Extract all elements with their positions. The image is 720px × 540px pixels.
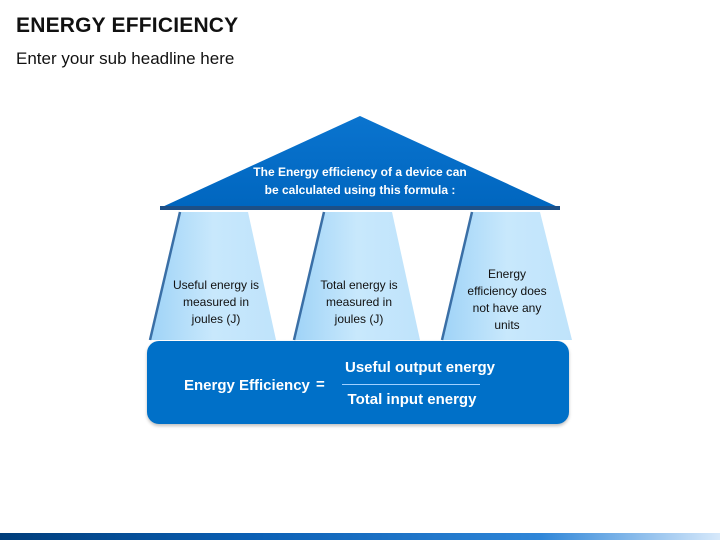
pillar-left-line-1: Useful energy is <box>172 278 260 292</box>
roof-triangle <box>160 116 560 208</box>
pillar-right-text: Energy efficiency does not have any unit… <box>457 266 557 334</box>
roof-text: The Energy efficiency of a device can be… <box>230 163 490 199</box>
page-title: ENERGY EFFICIENCY <box>16 14 239 37</box>
pillar-left <box>148 211 276 341</box>
pillar-left-text: Useful energy is measured in joules (J) <box>166 277 266 328</box>
pillar-middle <box>292 211 420 341</box>
formula-numerator: Useful output energy <box>344 359 495 376</box>
pillar-right-line-1: Energy <box>487 267 527 281</box>
roof-text-line-2: be calculated using this formula : <box>264 183 456 197</box>
fraction-line <box>342 384 480 385</box>
roof-ledge <box>160 206 560 210</box>
formula-base <box>147 341 569 424</box>
pillar-right <box>440 211 572 341</box>
pillar-right-line-4: units <box>494 318 520 332</box>
formula-denominator: Total input energy <box>347 391 477 408</box>
page-subtitle: Enter your sub headline here <box>16 49 235 68</box>
pillar-middle-line-1: Total energy is <box>320 278 398 292</box>
formula-label: Energy Efficiency <box>184 377 310 394</box>
pillar-right-line-2: efficiency does <box>467 284 547 298</box>
pillar-middle-line-3: joules (J) <box>334 312 384 326</box>
pillar-middle-line-2: measured in <box>325 295 393 309</box>
roof-text-line-1: The Energy efficiency of a device can <box>253 165 467 179</box>
pillar-right-line-3: not have any <box>472 301 542 315</box>
pillar-left-line-3: joules (J) <box>191 312 241 326</box>
bottom-accent-bar <box>0 533 720 540</box>
formula-equals: = <box>316 376 325 393</box>
pillar-middle-text: Total energy is measured in joules (J) <box>309 277 409 328</box>
pillar-left-line-2: measured in <box>182 295 250 309</box>
